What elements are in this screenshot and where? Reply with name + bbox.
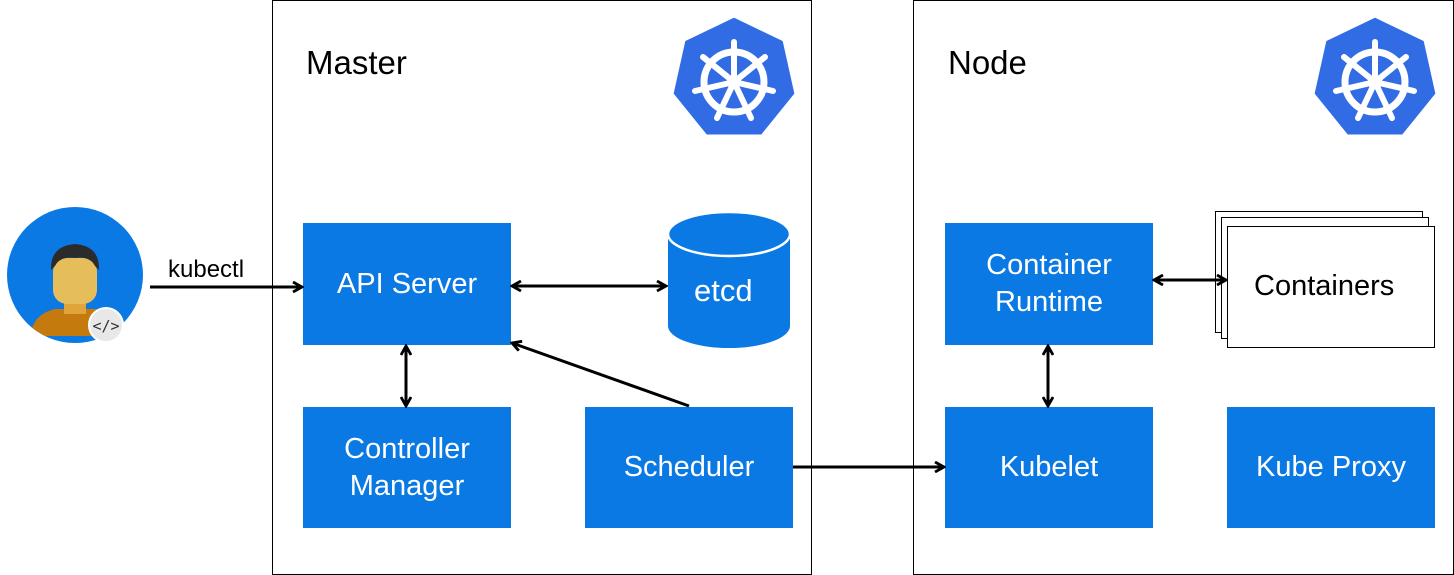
developer-avatar-icon: </> <box>7 207 143 343</box>
kubelet-label: Kubelet <box>999 451 1099 483</box>
kubelet-box: Kubelet <box>945 407 1153 528</box>
container-runtime-label-line1: Container <box>986 249 1112 281</box>
master-title: Master <box>306 44 407 81</box>
controller-manager-label-line1: Controller <box>344 432 470 465</box>
controller-manager-label-line2: Manager <box>349 469 465 502</box>
container-runtime-label-line2: Runtime <box>995 286 1103 318</box>
svg-text:</>: </> <box>92 317 119 335</box>
container-runtime-box: Container Runtime <box>945 223 1153 345</box>
etcd-label: etcd <box>694 273 753 308</box>
kube-proxy-label: Kube Proxy <box>1256 451 1406 483</box>
controller-manager-box: Controller Manager <box>303 407 511 528</box>
scheduler-box: Scheduler <box>585 407 793 528</box>
kubectl-label: kubectl <box>168 256 245 283</box>
kubernetes-logo-icon <box>1311 14 1439 138</box>
etcd-database-icon <box>666 210 792 348</box>
kube-proxy-box: Kube Proxy <box>1227 407 1435 528</box>
arrow-scheduler-to-api <box>512 343 690 408</box>
containers-label: Containers <box>1254 270 1395 302</box>
scheduler-label: Scheduler <box>623 451 755 483</box>
kubernetes-logo-icon <box>670 14 798 138</box>
api-server-label: API Server <box>336 267 478 300</box>
containers-box <box>1227 226 1435 348</box>
api-server-box: API Server <box>303 223 511 345</box>
node-title: Node <box>948 44 1027 81</box>
